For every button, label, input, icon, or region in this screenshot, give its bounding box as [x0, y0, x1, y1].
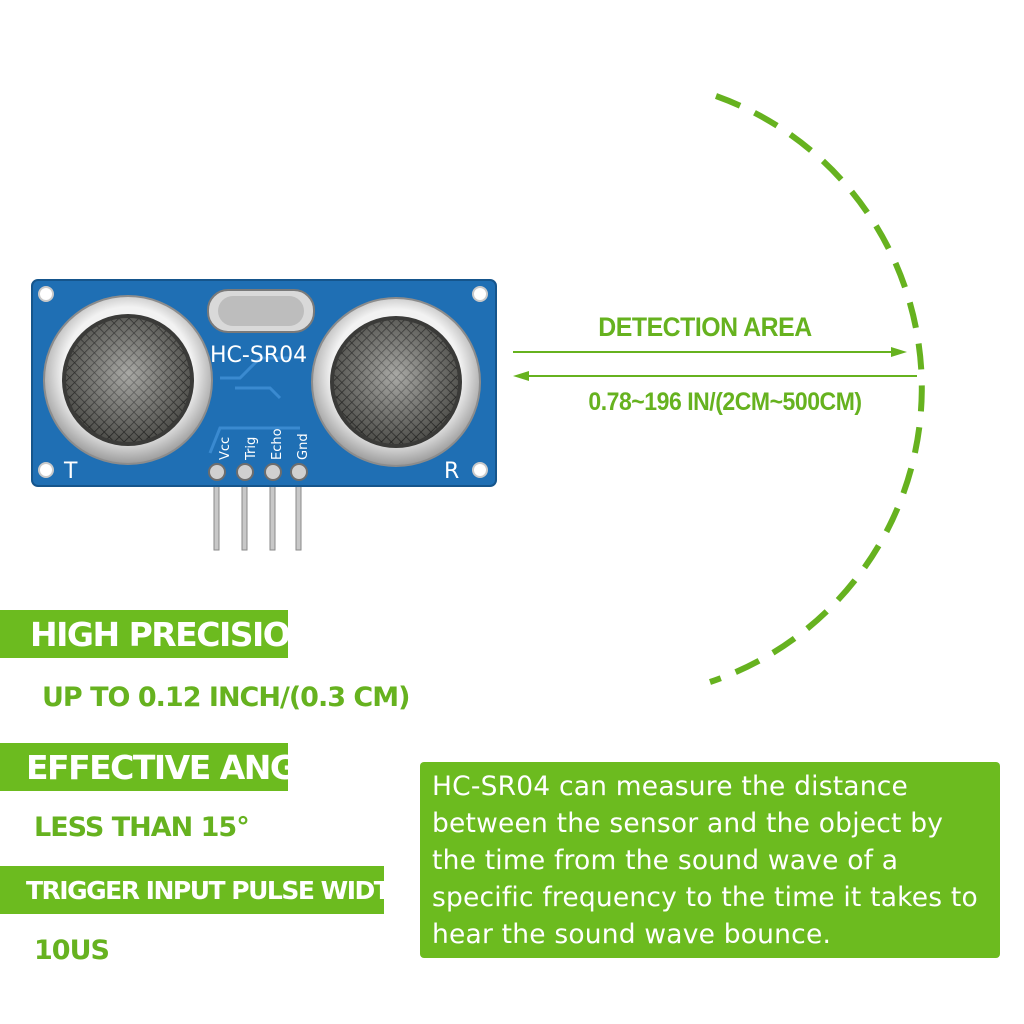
receiver-transducer [311, 297, 481, 467]
feature-bar-high-precision: HIGH PRECISION [0, 610, 288, 658]
pin-label-gnd: Gnd [296, 433, 311, 460]
receiver-silkscreen: R [444, 459, 459, 484]
detection-area-title: DETECTION AREA [598, 312, 812, 342]
pin-label-trig: Trig [244, 437, 259, 461]
hc-sr04-module-image: HC-SR04 T R Vcc Trig Echo Gnd [31, 279, 497, 551]
header-pins [213, 477, 302, 551]
description-box: HC-SR04 can measure the distance between… [420, 762, 1000, 958]
pin-label-vcc: Vcc [218, 437, 233, 460]
feature-label-high-precision: HIGH PRECISION [30, 614, 288, 654]
feature-label-trigger-pulse-width: TRIGGER INPUT PULSE WIDTH [26, 875, 384, 905]
detection-arrows [513, 347, 917, 381]
transmitter-transducer [43, 295, 213, 465]
feature-bar-trigger-pulse-width: TRIGGER INPUT PULSE WIDTH [0, 866, 384, 914]
transmitter-silkscreen: T [63, 459, 78, 484]
feature-value-trigger-pulse-width: 10US [34, 935, 110, 966]
pin-label-echo: Echo [270, 428, 285, 460]
detection-range-label: 0.78~196 IN/(2CM~500CM) [588, 388, 862, 416]
feature-value-high-precision: UP TO 0.12 INCH/(0.3 CM) [42, 682, 410, 713]
description-text: HC-SR04 can measure the distance between… [432, 771, 978, 950]
feature-value-effective-angle: LESS THAN 15° [34, 812, 250, 843]
model-silkscreen: HC-SR04 [210, 343, 307, 368]
detection-arc [709, 93, 925, 685]
